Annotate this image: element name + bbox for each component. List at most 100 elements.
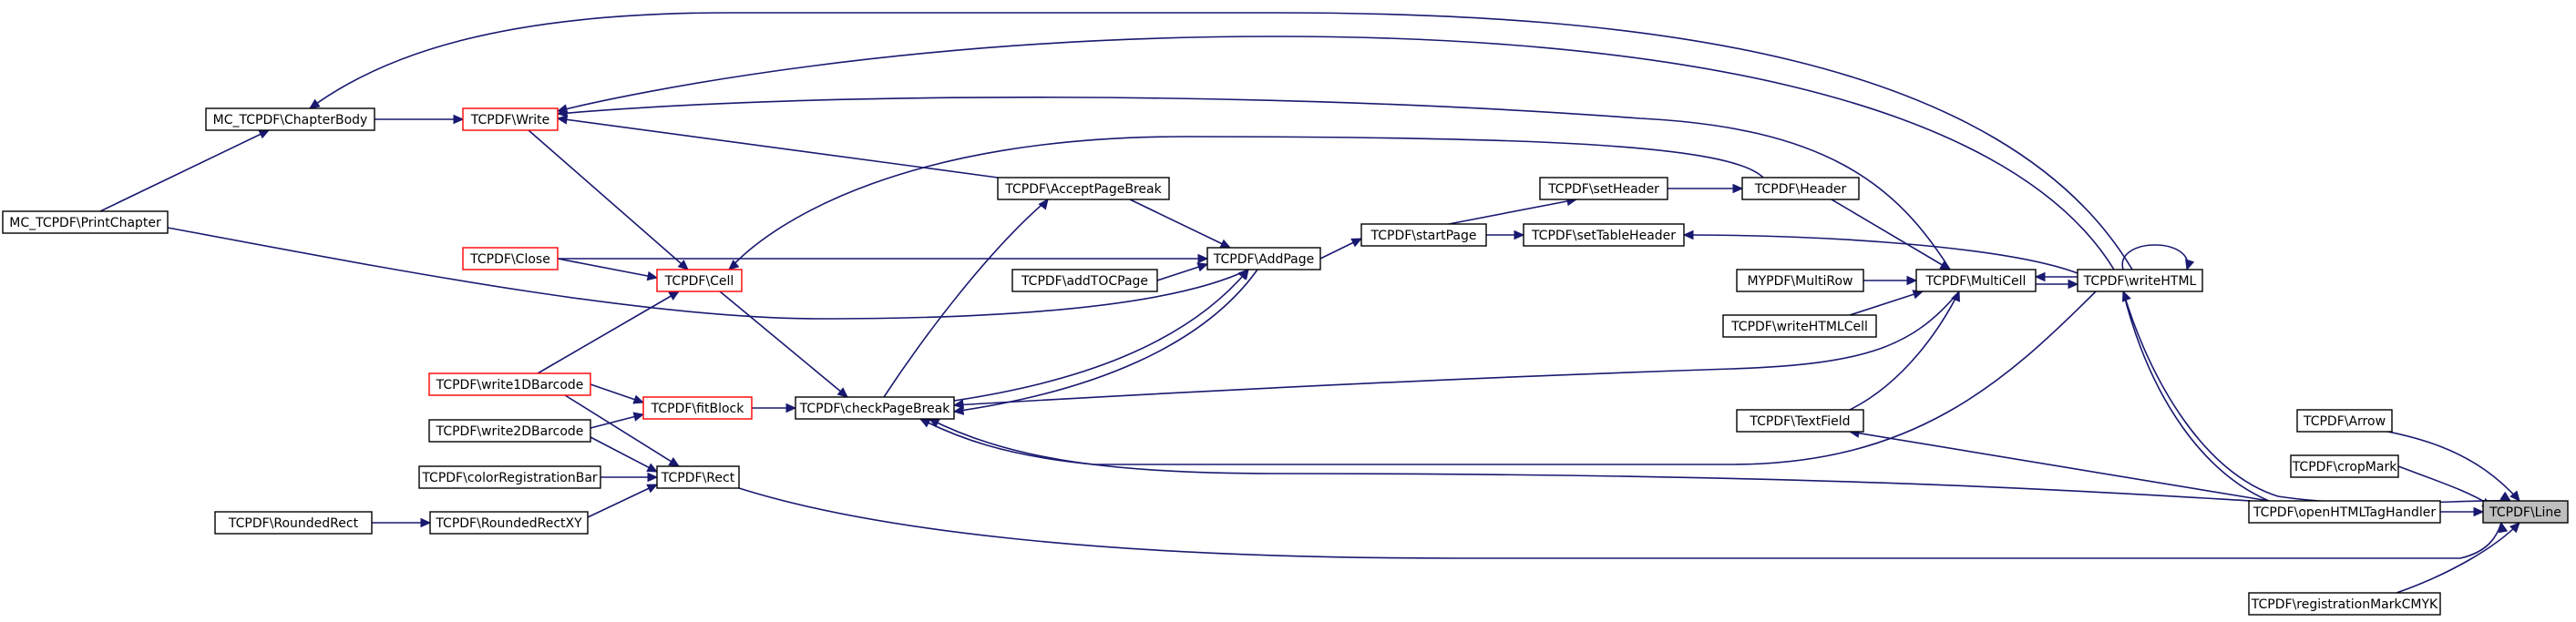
node-box[interactable] [1523,223,1685,247]
node-box[interactable] [2482,500,2569,524]
node-box[interactable] [2248,592,2441,616]
node-startpage[interactable]: TCPDF\startPage [1360,223,1487,247]
edge-line [2396,522,2520,594]
edge-writehtml-to-chapterbody [309,12,2133,270]
node-header[interactable]: TCPDF\Header [1741,177,1860,200]
node-box[interactable] [214,511,373,535]
node-label: TCPDF\Arrow [2303,414,2386,429]
node-label: TCPDF\startPage [1370,229,1477,243]
arrowhead-icon [1514,229,1525,240]
node-addpage[interactable]: TCPDF\AddPage [1206,247,1321,270]
node-label: TCPDF\Header [1754,182,1847,197]
edge-checkpb-to-acceptpb [883,199,1049,398]
node-settableheader[interactable]: TCPDF\setTableHeader [1523,223,1685,247]
node-box[interactable] [1539,177,1668,200]
edge-startpage-to-settableheader [1486,229,1525,240]
edge-header-to-cell [728,136,1764,270]
edge-line [557,117,999,178]
edge-multicell-to-writehtml [2036,279,2079,290]
edge-line [1683,234,2078,274]
arrowhead-icon [836,387,848,398]
node-box[interactable] [462,247,559,270]
node-box[interactable] [2248,500,2441,524]
node-regmark[interactable]: TCPDF\registrationMarkCMYK [2248,592,2441,616]
node-box[interactable] [2,210,169,234]
node-cell[interactable]: TCPDF\Cell [656,269,743,292]
edge-writehtml-to-multicell [2034,271,2078,282]
node-box[interactable] [642,396,753,420]
node-box[interactable] [1736,269,1864,292]
edge-openhtml-to-checkpb [928,418,2252,502]
edge-acceptpb-to-addpage [1129,199,1232,249]
node-box[interactable] [429,511,589,535]
arrowhead-icon [2509,490,2520,502]
node-write1d[interactable]: TCPDF\write1DBarcode [428,372,591,396]
node-acceptpb[interactable]: TCPDF\AcceptPageBreak [997,177,1170,200]
node-box[interactable] [1360,223,1487,247]
node-label: TCPDF\registrationMarkCMYK [2251,597,2438,612]
node-box[interactable] [2290,454,2399,478]
node-box[interactable] [1741,177,1860,200]
node-writehtmlcell[interactable]: TCPDF\writeHTMLCell [1722,314,1877,338]
node-openhtml[interactable]: TCPDF\openHTMLTagHandler [2248,500,2441,524]
node-setheader[interactable]: TCPDF\setHeader [1539,177,1668,200]
edge-line [167,227,1249,320]
node-multirow[interactable]: MYPDF\MultiRow [1736,269,1864,292]
node-label: TCPDF\RoundedRectXY [435,516,582,531]
node-checkpb[interactable]: TCPDF\checkPageBreak [795,396,955,420]
edge-line [537,291,680,374]
node-box[interactable] [462,107,559,131]
edge-line [2121,244,2189,270]
edges-layer [99,12,2520,594]
arrowhead-icon [556,107,569,117]
node-box[interactable] [1206,247,1321,270]
node-writehtml[interactable]: TCPDF\writeHTML [2077,269,2203,292]
edge-writehtml-to-line [2122,291,2512,505]
node-roundedrectxy[interactable]: TCPDF\RoundedRectXY [429,511,589,535]
node-box[interactable] [428,372,591,396]
edge-chapterbody-to-write [375,114,465,125]
node-label: TCPDF\AcceptPageBreak [1004,182,1162,197]
node-box[interactable] [1722,314,1877,338]
node-cropmark[interactable]: TCPDF\cropMark [2290,454,2399,478]
node-box[interactable] [2077,269,2203,292]
node-box[interactable] [656,465,740,489]
node-box[interactable] [428,419,591,443]
node-box[interactable] [205,107,375,131]
node-multicell[interactable]: TCPDF\MultiCell [1915,269,2037,292]
node-box[interactable] [418,465,601,489]
node-chapterbody[interactable]: MC_TCPDF\ChapterBody [205,107,375,131]
node-box[interactable] [1915,269,2037,292]
node-roundedrect[interactable]: TCPDF\RoundedRect [214,511,373,535]
node-rect[interactable]: TCPDF\Rect [656,465,740,489]
node-box[interactable] [795,396,955,420]
node-close[interactable]: TCPDF\Close [462,247,559,270]
node-fitblock[interactable]: TCPDF\fitBlock [642,396,753,420]
node-label: TCPDF\writeHTML [2083,274,2197,289]
edge-writehtml-to-write [556,36,2115,270]
node-write[interactable]: TCPDF\Write [462,107,559,131]
node-colorreg[interactable]: TCPDF\colorRegistrationBar [418,465,601,489]
node-printchapter[interactable]: MC_TCPDF\PrintChapter [2,210,169,234]
node-box[interactable] [2296,409,2393,433]
node-box[interactable] [997,177,1170,200]
arrowhead-icon [556,115,569,125]
node-addtoc[interactable]: TCPDF\addTOCPage [1011,269,1158,292]
edge-line [1831,199,1951,270]
node-label: TCPDF\setTableHeader [1531,229,1676,243]
node-box[interactable] [1011,269,1158,292]
edge-write2d-to-fitblock [590,412,645,429]
node-write2d[interactable]: TCPDF\write2DBarcode [428,419,591,443]
node-textfield[interactable]: TCPDF\TextField [1736,409,1864,433]
edge-line [953,269,1249,402]
node-line[interactable]: TCPDF\Line [2482,500,2569,524]
arrowhead-icon [1682,229,1694,240]
arrowhead-icon [632,394,645,404]
node-box[interactable] [656,269,743,292]
node-label: TCPDF\setHeader [1547,182,1659,197]
edge-write1d-to-fitblock [590,383,645,404]
edge-addtoc-to-addpage [1156,262,1209,281]
arrowhead-icon [919,418,931,428]
node-arrow[interactable]: TCPDF\Arrow [2296,409,2393,433]
node-box[interactable] [1736,409,1864,433]
